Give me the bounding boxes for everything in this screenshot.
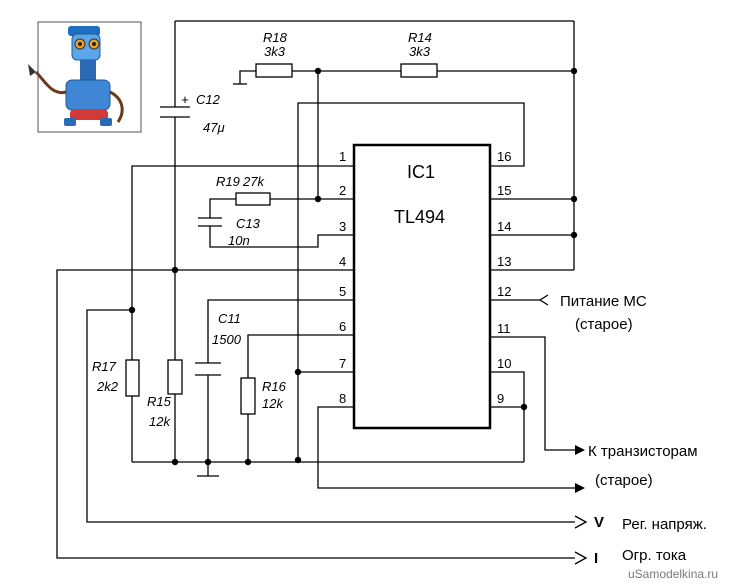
pin-4: 4 [339,254,346,269]
power-label: Питание МС [560,293,647,310]
pin-3: 3 [339,219,346,234]
wires [56,20,575,559]
resistor-r18 [255,63,293,78]
r17-ref: R17 [92,359,117,374]
pin-12: 12 [497,284,511,299]
pin-15: 15 [497,183,511,198]
c12-ref: C12 [196,92,221,107]
r14-value: 3k3 [409,44,431,59]
pin-16: 16 [497,149,511,164]
c11-value: 1500 [212,332,242,347]
resistor-r15 [167,359,183,395]
ic-tl494-body [352,143,492,430]
pin-2: 2 [339,183,346,198]
capacitor-c11 [195,362,221,376]
junction-dots [128,67,578,466]
robot-mascot-image [28,21,142,133]
r18-ref: R18 [263,30,288,45]
component-labels: R18 3k3 R14 3k3 + C12 47μ R19 27k C13 10… [92,30,432,429]
r19-ref: R19 [216,174,240,189]
c13-ref: C13 [236,216,261,231]
pin-7: 7 [339,356,346,371]
c11-ref: C11 [218,311,241,326]
capacitor-c12 [160,106,190,118]
v-letter: V [594,514,604,531]
r16-value: 12k [262,396,284,411]
resistor-r16 [240,377,256,415]
c12-value: 47μ [203,120,225,135]
pin-numbers: 1 2 3 4 5 6 7 8 9 10 11 12 13 14 15 16 [339,149,511,406]
resistor-r19 [235,192,271,206]
ic-part-number: TL494 [394,207,445,227]
arrow-v-icon [574,515,588,529]
resistor-r14 [400,63,438,78]
pin-8: 8 [339,391,346,406]
r18-value: 3k3 [264,44,286,59]
r15-ref: R15 [147,394,172,409]
c12-polarity: + [181,92,189,107]
resistor-r17 [125,359,140,397]
r15-value: 12k [149,414,171,429]
pin-5: 5 [339,284,346,299]
r19-value: 27k [242,174,265,189]
r17-value: 2k2 [96,379,119,394]
i-letter: I [594,550,598,567]
arrow-transistors-icon [575,445,585,455]
pin-11: 11 [497,321,511,336]
pin-9: 9 [497,391,504,406]
signal-labels: Питание МС (старое) К транзисторам (стар… [560,293,707,567]
signal-arrows [574,445,588,565]
power-label-old: (старое) [575,316,633,333]
watermark: uSamodelkina.ru [628,567,718,581]
transistors-label-old: (старое) [595,472,653,489]
capacitor-c13 [198,217,222,227]
pin-10: 10 [497,356,511,371]
i-label: Огр. тока [622,547,687,564]
arrow-i-icon [574,551,588,565]
ic-name: IC1 [407,162,435,182]
pin-1: 1 [339,149,346,164]
v-label: Рег. напряж. [622,516,707,533]
transistors-label: К транзисторам [588,443,698,460]
pin-6: 6 [339,319,346,334]
arrow-transistors-old-icon [575,483,585,493]
r16-ref: R16 [262,379,287,394]
pin-13: 13 [497,254,511,269]
c13-value: 10n [228,233,250,248]
r14-ref: R14 [408,30,432,45]
pin-14: 14 [497,219,511,234]
